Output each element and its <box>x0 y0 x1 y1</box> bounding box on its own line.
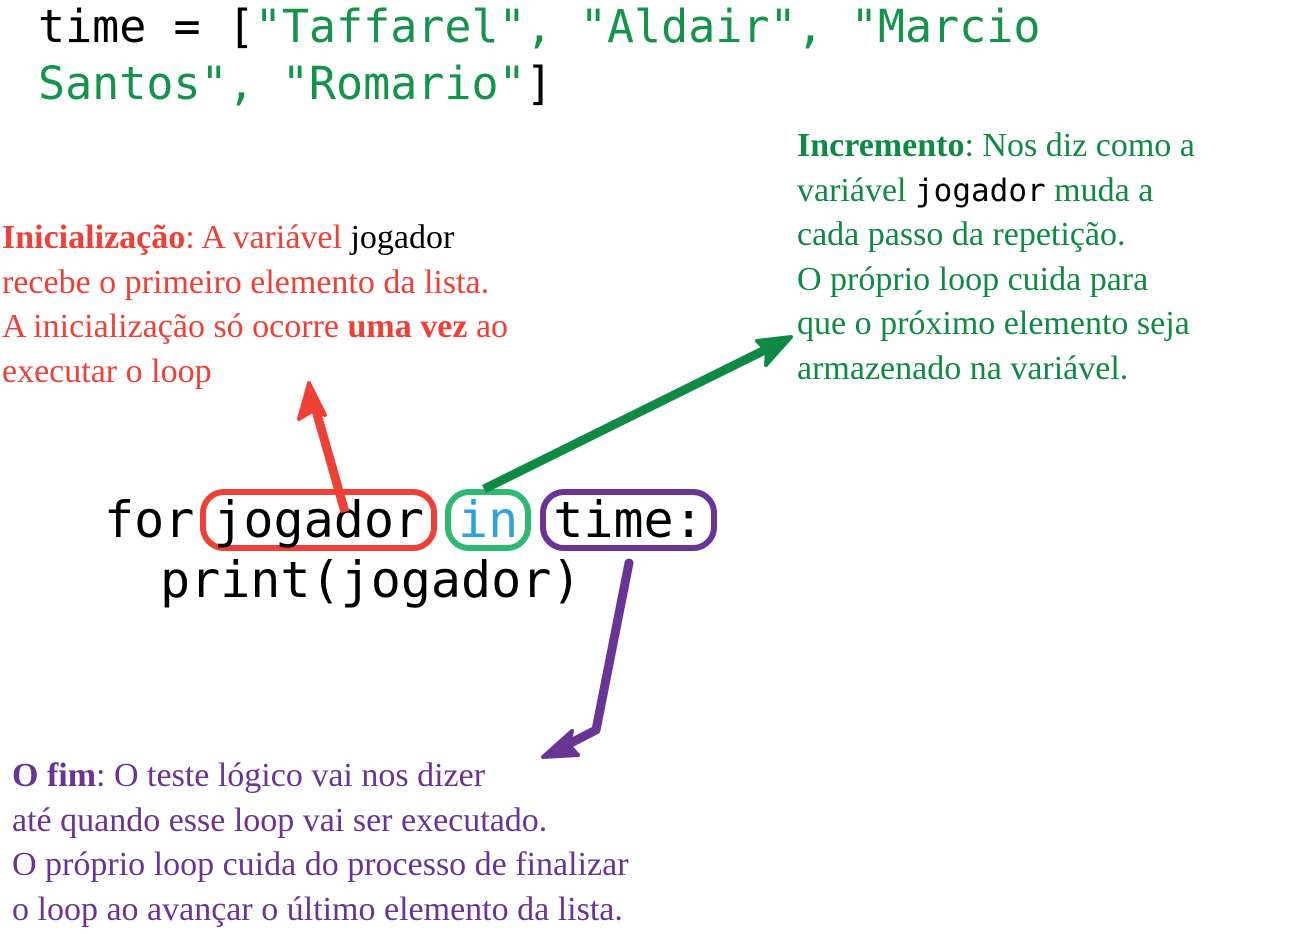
annotation-initialization-line3b: ao <box>467 308 509 345</box>
code-iterable: time: <box>553 491 704 549</box>
annotation-end-colon: : <box>96 757 114 794</box>
annotation-increment-line6: armazenado na variável. <box>797 349 1129 387</box>
code-list-declaration: time = ["Taffarel", "Aldair", "Marcio Sa… <box>38 0 1218 112</box>
annotation-initialization-title: Inicialização <box>2 219 186 256</box>
annotation-initialization-colon: : <box>185 219 202 256</box>
highlight-box-in-keyword: in <box>445 489 532 551</box>
annotation-increment-line4: O próprio loop cuida para <box>797 260 1149 298</box>
annotation-increment-title: Incremento <box>797 127 965 164</box>
code-list-prefix: time = [ <box>38 0 255 53</box>
annotation-initialization-part1: A variável <box>201 219 351 256</box>
annotation-initialization-code-term: jogador <box>350 219 455 256</box>
code-for-loop-body: print(jogador) <box>160 549 717 611</box>
code-for-loop-header: for jogador in time: <box>104 489 717 551</box>
annotation-increment-line3: cada passo da repetição. <box>797 216 1126 253</box>
code-loop-variable: jogador <box>213 491 425 549</box>
annotation-end-part1: O teste lógico vai nos dizer <box>114 757 486 794</box>
annotation-initialization: Inicialização: A variável jogador recebe… <box>2 216 682 394</box>
code-print-statement: print(jogador) <box>160 551 582 609</box>
annotation-end-line3: O próprio loop cuida do processo de fina… <box>12 846 629 883</box>
annotation-end-line2: até quando esse loop vai ser executado. <box>12 801 548 839</box>
annotation-initialization-line4: executar o loop <box>2 352 212 390</box>
annotation-increment: Incremento: Nos diz como a variável joga… <box>797 124 1307 391</box>
code-keyword-for: for <box>104 491 195 549</box>
annotation-initialization-emphasis: uma vez <box>347 308 468 345</box>
annotation-end: O fim: O teste lógico vai nos dizer até … <box>12 754 842 932</box>
code-list-suffix: ] <box>525 57 553 110</box>
annotation-increment-line2a: variável <box>797 171 915 209</box>
code-list-strings: "Taffarel", "Aldair", "Marcio Santos", "… <box>38 0 1068 110</box>
annotation-increment-line2b: muda a <box>1045 171 1154 209</box>
code-for-loop: for jogador in time: print(jogador) <box>104 489 717 611</box>
annotation-initialization-line2: recebe o primeiro elemento da lista. <box>2 263 490 301</box>
annotation-increment-line5: que o próximo elemento seja <box>797 305 1190 342</box>
annotation-end-title: O fim <box>12 757 97 794</box>
annotation-end-line4: o loop ao avançar o último elemento da l… <box>12 890 623 928</box>
annotation-increment-colon: : <box>964 127 983 164</box>
annotation-increment-part1: Nos diz como a <box>982 127 1195 164</box>
code-keyword-in: in <box>458 491 519 549</box>
highlight-box-iterable: time: <box>540 489 717 551</box>
annotation-initialization-line3a: A inicialização só ocorre <box>2 308 348 345</box>
annotation-increment-code-term: jogador <box>915 172 1046 209</box>
highlight-box-loop-variable: jogador <box>200 489 438 551</box>
